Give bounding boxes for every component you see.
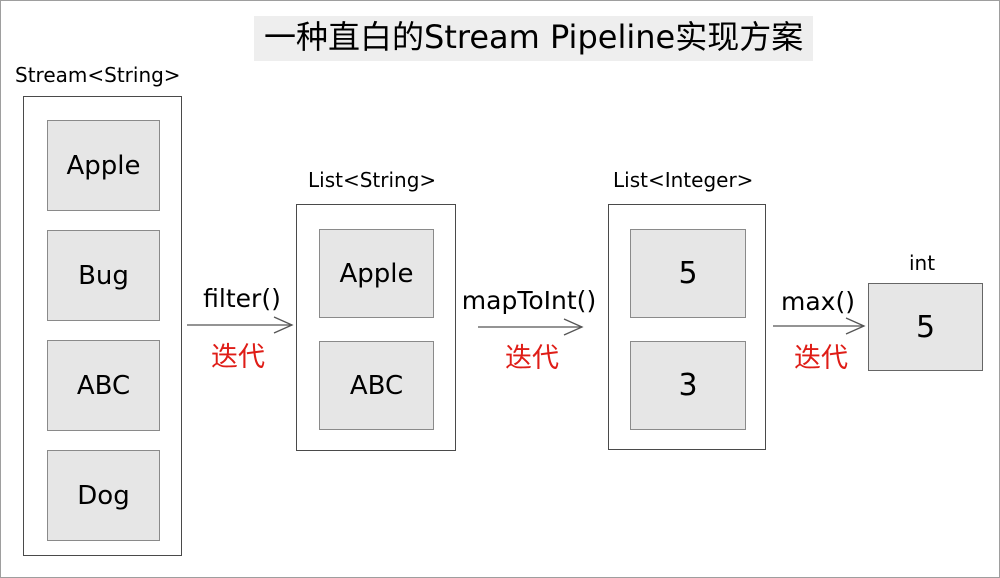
stream-item-abc: ABC [47,340,160,431]
stage-label-list-string: List<String> [308,168,437,192]
list-string-item-apple: Apple [319,229,434,318]
stream-item-bug: Bug [47,230,160,321]
max-arrow-icon [773,317,866,335]
stream-string-container: Apple Bug ABC Dog [23,96,182,556]
maptoint-arrow-icon [478,318,584,336]
list-integer-container: 5 3 [608,204,766,450]
int-result-box: 5 [868,283,983,371]
stage-label-stream-string: Stream<String> [15,63,181,87]
operation-label-max: max() [781,287,855,316]
annotation-iterate-2: 迭代 [505,343,559,374]
operation-label-maptoint: mapToInt() [461,286,597,315]
operation-label-filter: filter() [203,284,281,313]
list-integer-item-5: 5 [630,229,746,318]
stage-label-int: int [909,251,936,275]
stream-item-dog: Dog [47,450,160,541]
diagram-title: 一种直白的Stream Pipeline实现方案 [254,16,814,61]
list-string-item-abc: ABC [319,341,434,430]
stage-label-list-integer: List<Integer> [613,168,754,192]
list-integer-item-3: 3 [630,341,746,430]
list-string-container: Apple ABC [296,204,456,451]
annotation-iterate-3: 迭代 [794,343,848,374]
stream-item-apple: Apple [47,120,160,211]
annotation-iterate-1: 迭代 [211,342,265,373]
filter-arrow-icon [187,316,294,334]
